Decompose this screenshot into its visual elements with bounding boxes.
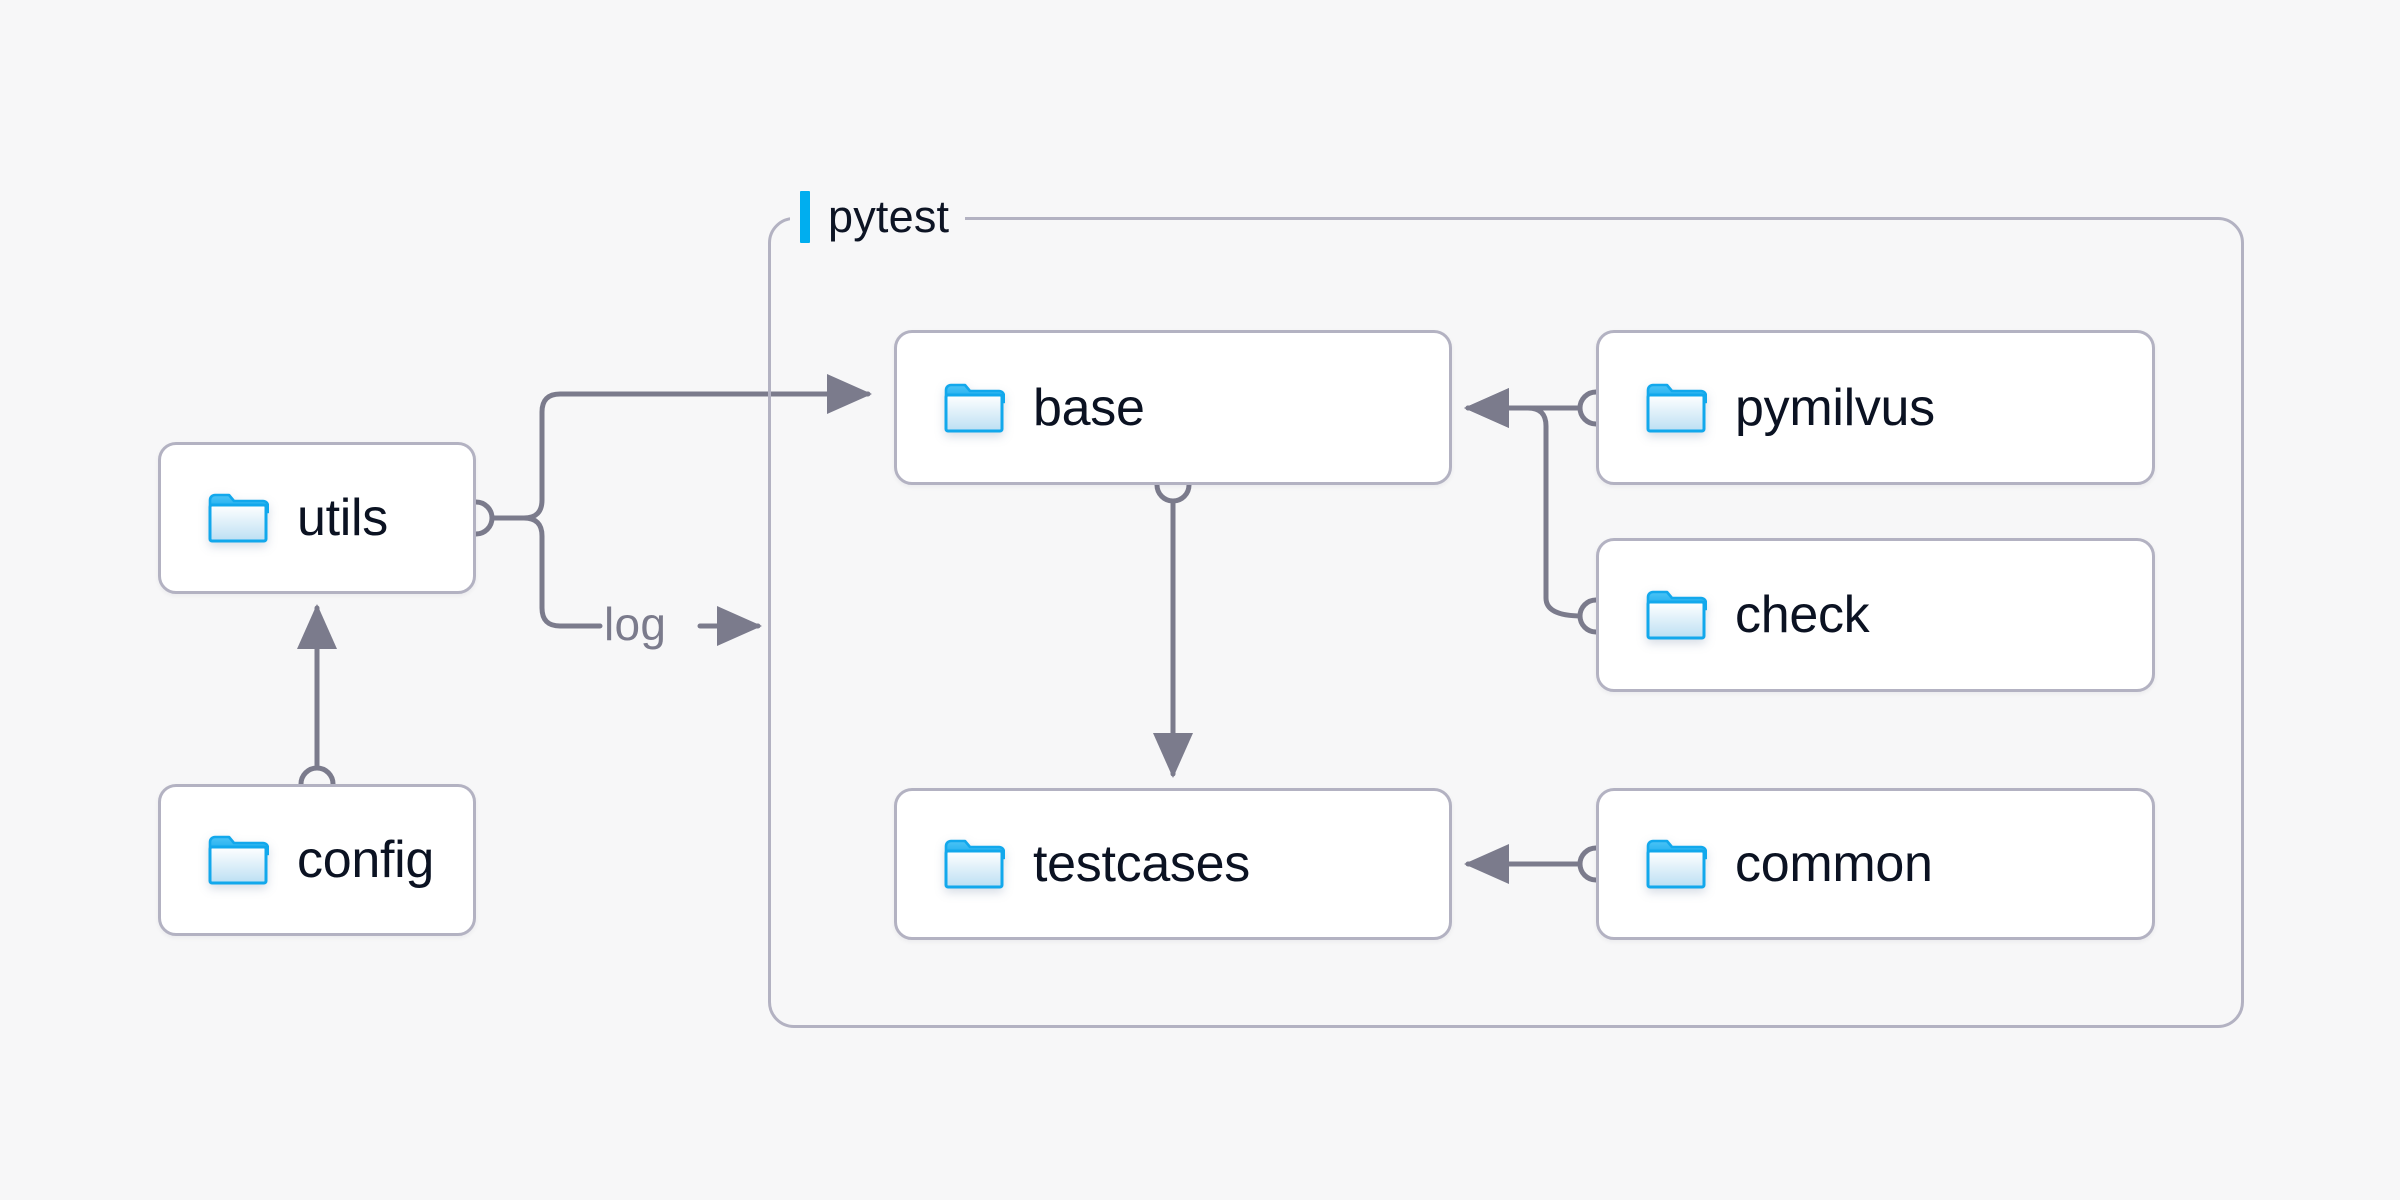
node-config[interactable]: config (158, 784, 476, 936)
node-utils[interactable]: utils (158, 442, 476, 594)
node-content-testcases: testcases (897, 834, 1250, 894)
node-common[interactable]: common (1596, 788, 2155, 940)
edge-utils-to-log (489, 515, 603, 629)
node-content-utils: utils (161, 488, 388, 548)
node-content-config: config (161, 830, 434, 890)
node-label-pymilvus: pymilvus (1735, 378, 1935, 437)
node-label-utils: utils (297, 489, 388, 547)
node-label-common: common (1735, 835, 1933, 893)
node-base[interactable]: base (894, 330, 1452, 485)
node-content-common: common (1599, 834, 1933, 894)
folder-icon (208, 835, 269, 885)
folder-icon (208, 493, 269, 543)
accent-bar-icon (800, 191, 810, 243)
node-check[interactable]: check (1596, 538, 2155, 692)
group-title: pytest (828, 191, 950, 242)
group-container-pytest[interactable] (768, 217, 2244, 1028)
node-label-base: base (1033, 378, 1145, 437)
folder-icon (944, 839, 1005, 889)
node-label-check: check (1735, 586, 1870, 644)
folder-icon (944, 383, 1005, 432)
node-content-check: check (1599, 585, 1870, 645)
node-content-pymilvus: pymilvus (1599, 378, 1935, 438)
folder-icon (1646, 383, 1707, 432)
edge-check-to-base (1463, 388, 1585, 619)
folder-icon (1646, 839, 1707, 889)
edge-label-log: log (604, 598, 667, 650)
folder-icon (1646, 590, 1707, 640)
node-testcases[interactable]: testcases (894, 788, 1452, 940)
node-content-base: base (897, 378, 1145, 438)
node-label-testcases: testcases (1033, 835, 1250, 893)
node-label-config: config (297, 831, 434, 889)
node-pymilvus[interactable]: pymilvus (1596, 330, 2155, 485)
group-label-pytest: pytest (790, 189, 966, 245)
